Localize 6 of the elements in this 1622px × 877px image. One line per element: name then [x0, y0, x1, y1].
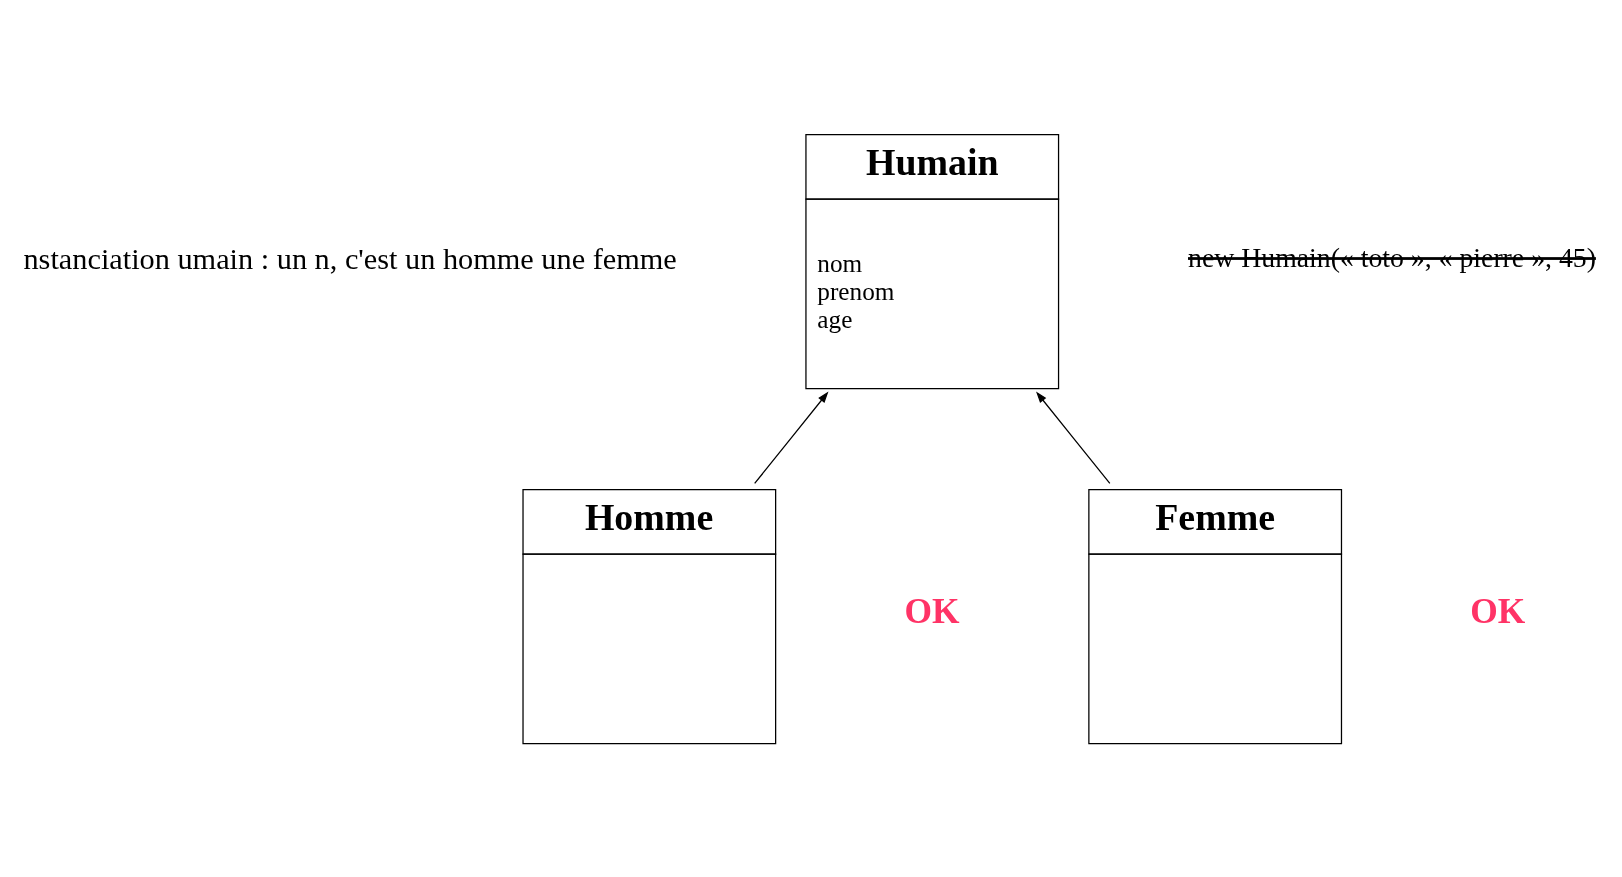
label: nstanciation umain : un n, c'est un homme une femme — [23, 241, 677, 276]
arrow — [1036, 391, 1111, 485]
arrow — [754, 391, 829, 485]
label: OK — [904, 591, 960, 632]
label: OK — [1470, 591, 1526, 632]
label: new Humain(« toto », « pierre », 45) — [1188, 241, 1596, 273]
